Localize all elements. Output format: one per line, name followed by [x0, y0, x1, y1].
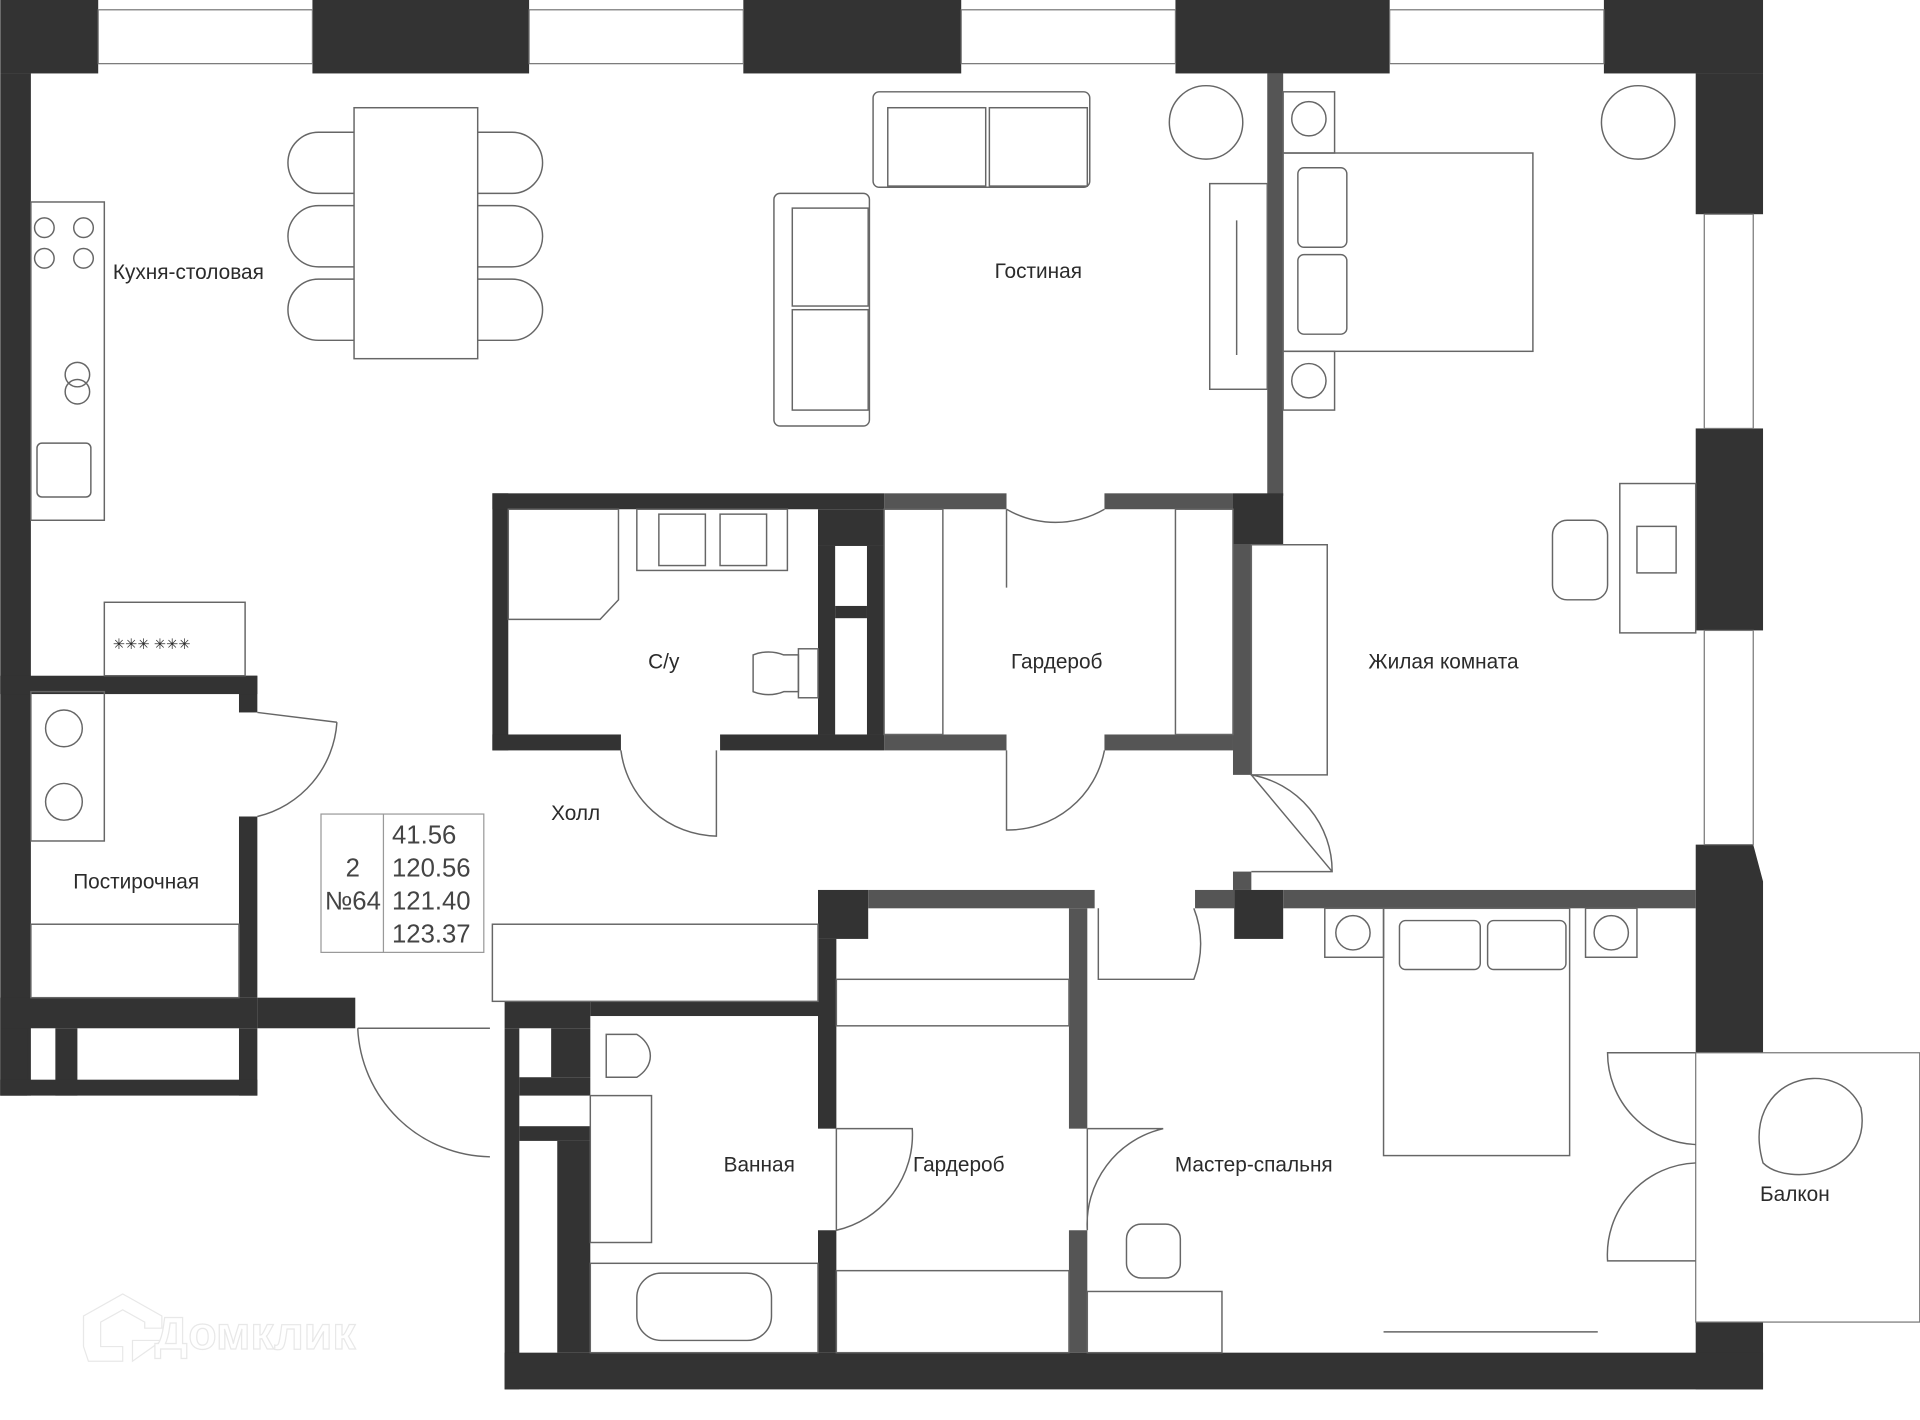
exterior-walls: [0, 0, 1764, 1390]
doors: [257, 508, 1696, 1262]
living-area: 41.56: [392, 821, 456, 849]
room-label-hall: Холл: [551, 802, 600, 825]
apartment-number: №64: [325, 888, 381, 916]
kitchen-furniture: ✳✳✳ ✳✳✳: [30, 106, 544, 999]
room-label-master-bedroom: Мастер-спальня: [1175, 1154, 1333, 1177]
bathroom-fixtures: [491, 508, 1234, 1354]
room-label-wardrobe-1: Гардероб: [1011, 650, 1103, 673]
room-label-living: Гостиная: [995, 260, 1082, 283]
room-label-laundry: Постирочная: [73, 871, 199, 894]
apartment-info-box: 2 №64 41.56 120.56 121.40 123.37: [320, 813, 485, 953]
total-area: 120.56: [392, 854, 471, 882]
windows: [97, 9, 1920, 1323]
room-label-kitchen: Кухня-столовая: [113, 261, 264, 284]
area-3: 123.37: [392, 921, 471, 949]
svg-text:✳✳✳ ✳✳✳: ✳✳✳ ✳✳✳: [113, 637, 191, 653]
living-furniture: [773, 84, 1676, 427]
interior-walls: [0, 73, 1696, 1353]
domclick-watermark: Домклик: [82, 1293, 357, 1363]
watermark-text: Домклик: [155, 1307, 357, 1359]
area-2: 121.40: [392, 888, 471, 916]
room-labels: Кухня-столовая Гостиная С/у Гардероб Жил…: [73, 260, 1830, 1206]
room-label-bedroom: Жилая комната: [1368, 650, 1519, 673]
room-label-balcony: Балкон: [1760, 1183, 1830, 1206]
room-label-wardrobe-2: Гардероб: [913, 1154, 1005, 1177]
bedroom-furniture: [1086, 91, 1863, 1354]
rooms-count: 2: [346, 854, 360, 882]
room-label-wc: С/у: [648, 650, 680, 673]
room-label-bathroom: Ванная: [724, 1154, 795, 1177]
